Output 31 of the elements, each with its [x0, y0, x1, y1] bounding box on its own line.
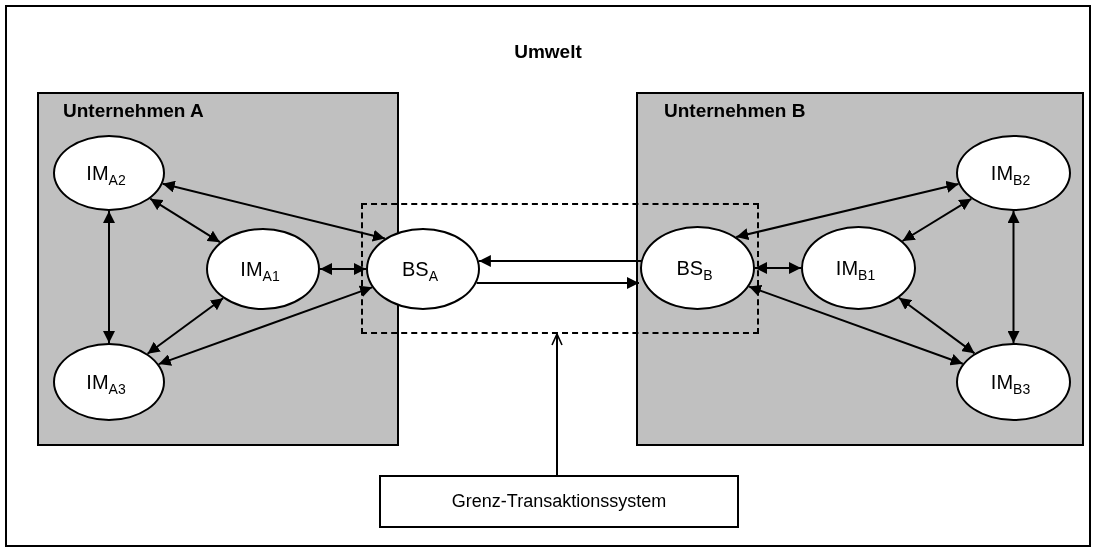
node-label: IM$_{A1}$	[240, 257, 281, 281]
heading-label: Unternehmen A	[63, 100, 204, 122]
double-arrow	[149, 197, 221, 244]
node-label: IM$_{A3}$	[86, 370, 127, 394]
double-arrow	[901, 197, 973, 242]
double-arrow	[157, 285, 373, 366]
arrow	[477, 255, 642, 267]
double-arrow	[103, 210, 115, 344]
node-label: IM$_{B2}$	[990, 161, 1032, 185]
double-arrow	[898, 296, 976, 355]
double-arrow	[1007, 210, 1020, 344]
node-label: BS$_{A}$	[402, 257, 439, 281]
node-label: BS$_{B}$	[676, 256, 714, 280]
environment-frame	[5, 5, 1091, 547]
node-label: IM$_{A2}$	[86, 161, 127, 185]
heading-label: Unternehmen B	[664, 100, 806, 122]
node-label: Grenz-Transaktionssystem	[451, 491, 667, 512]
double-arrow	[319, 263, 367, 275]
double-arrow	[754, 262, 802, 274]
double-arrow	[146, 297, 225, 355]
system-box	[379, 475, 739, 528]
double-arrow	[735, 180, 960, 241]
company-panel	[37, 92, 399, 446]
arrow	[475, 277, 640, 289]
double-arrow	[161, 180, 386, 242]
heading-label: Umwelt	[514, 41, 582, 63]
company-panel	[636, 92, 1084, 446]
arrow	[551, 333, 563, 476]
double-arrow	[748, 285, 964, 366]
node-label: IM$_{B3}$	[990, 370, 1032, 394]
node-label: IM$_{B1}$	[835, 256, 877, 280]
